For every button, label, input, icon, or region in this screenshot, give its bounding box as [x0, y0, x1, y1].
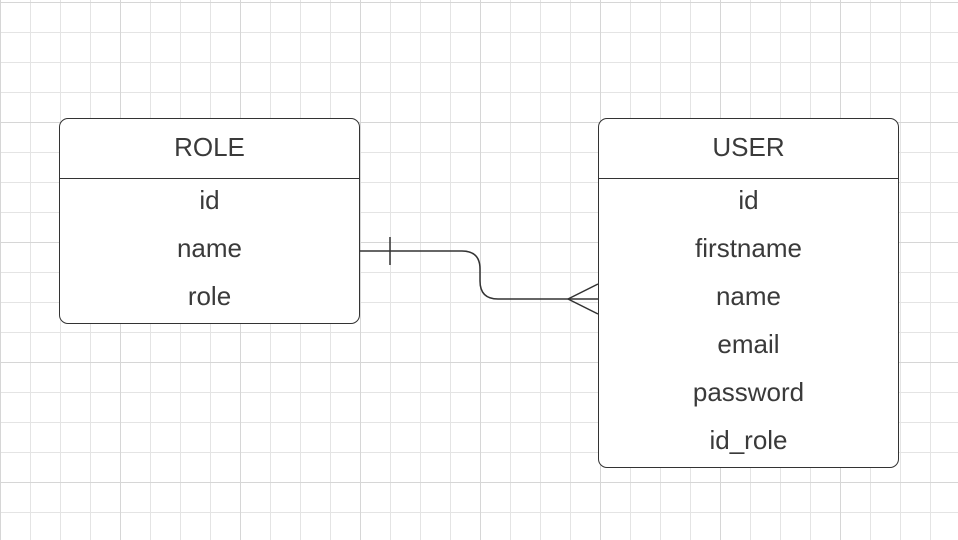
field-role-id[interactable]: id: [199, 185, 220, 215]
entity-role[interactable]: ROLE id name role: [59, 118, 360, 324]
connector-line: [360, 250, 598, 300]
field-user-firstname[interactable]: firstname: [695, 233, 802, 263]
entity-role-fields: id name role: [60, 179, 359, 323]
field-user-password[interactable]: password: [692, 377, 805, 407]
crows-foot-lower: [567, 298, 599, 315]
entity-role-title: ROLE: [60, 119, 359, 179]
field-user-id[interactable]: id: [738, 185, 759, 215]
field-user-name[interactable]: name: [715, 281, 782, 311]
entity-user[interactable]: USER id firstname name email password id…: [598, 118, 899, 468]
field-user-email[interactable]: email: [717, 329, 780, 359]
entity-user-fields: id firstname name email password id_role: [599, 179, 898, 467]
field-role-name[interactable]: name: [176, 233, 243, 263]
field-user-id-role[interactable]: id_role: [709, 425, 788, 455]
field-role-role[interactable]: role: [187, 281, 232, 311]
entity-user-title: USER: [599, 119, 898, 179]
crows-foot-upper: [567, 283, 599, 300]
